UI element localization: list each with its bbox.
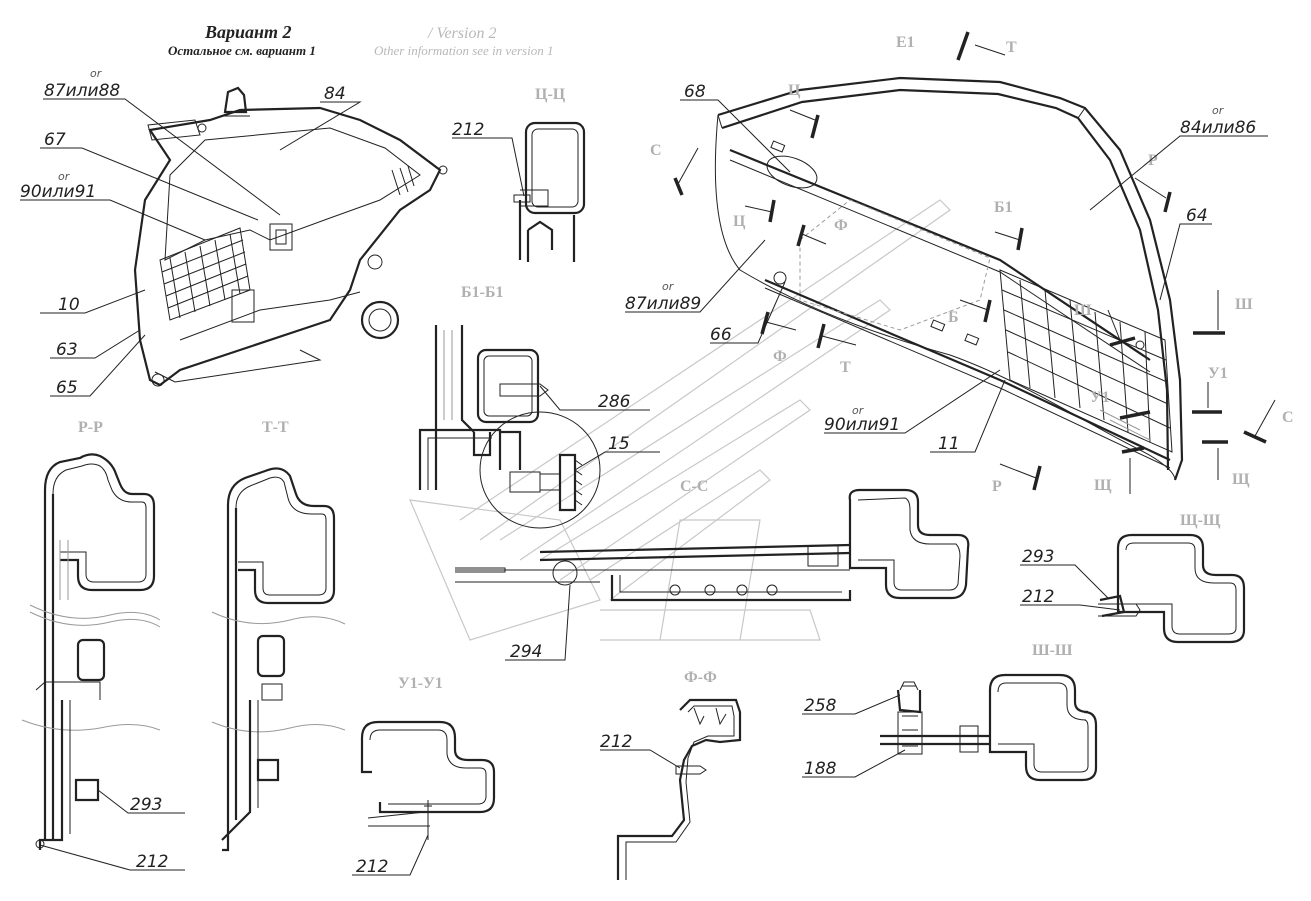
section-u1-u1 [360,720,496,840]
subtitle-en: Other information see in version 1 [374,43,553,58]
subtitle-ru: Остальное см. вариант 1 [168,43,316,58]
section-ts-ts [513,121,586,262]
section-shch-shch [1098,533,1246,644]
cut-label-ts-mid: Ц [733,213,746,230]
cut-label-t-bot: Т [840,359,851,376]
section-title-r-r: Р-Р [78,419,103,436]
cut-label-b1: Б1 [994,199,1013,216]
title-ru: Вариант 2 [204,22,292,42]
cut-label-b: Б [948,309,959,326]
or-label-87-88: or [90,67,103,80]
door-right-view [714,76,1184,481]
callout-87-89: 87или89 [625,294,701,314]
cut-label-shch-b: Щ [1094,477,1112,494]
leaders-left [20,98,362,397]
cut-label-f-bot: Ф [773,348,787,365]
callout-68: 68 [684,82,706,102]
title-en: / Version 2 [427,25,496,42]
callout-258: 258 [804,696,837,716]
callout-212-ts: 212 [452,120,484,140]
cut-label-sh-a: Ш [1074,302,1092,319]
callout-212-f: 212 [600,732,632,752]
callout-188: 188 [804,759,837,779]
section-f-f [616,698,742,880]
callout-84: 84 [324,84,346,104]
cut-label-e1: Е1 [896,34,915,51]
section-cut-markers [673,31,1276,494]
callout-63: 63 [56,340,78,360]
callout-293-rr: 293 [130,795,162,815]
section-title-shch-shch: Щ-Щ [1180,512,1221,529]
cut-label-r-bot: Р [992,478,1002,495]
cut-label-s-left: С [650,142,662,159]
callout-84-86: 84или86 [1180,118,1256,138]
section-title-f-f: Ф-Ф [684,669,717,686]
cut-label-u1-b: У1 [1090,389,1110,406]
callout-294: 294 [510,642,542,662]
section-sh-sh [880,673,1098,782]
section-s-s [455,488,970,602]
callout-90-91-left: 90или91 [20,182,96,202]
callout-212-rr: 212 [136,852,168,872]
or-label-87-89: or [662,280,675,293]
callout-10: 10 [58,295,80,315]
section-t-t [211,467,346,852]
callout-11: 11 [938,434,960,454]
cut-label-shch-a: Щ [1232,471,1250,488]
callout-65: 65 [56,378,78,398]
leaders-right [625,99,1268,453]
callout-286: 286 [598,392,631,412]
section-title-sh-sh: Ш-Ш [1032,642,1073,659]
cut-label-sh-b: Ш [1235,296,1253,313]
section-b1-b1 [418,325,601,529]
cut-label-u1-a: У1 [1208,365,1228,382]
callout-212-shch: 212 [1022,587,1054,607]
cut-label-f-top: Ф [834,217,848,234]
callout-67: 67 [44,130,66,150]
callout-64: 64 [1186,206,1208,226]
callout-87-88: 87или88 [44,81,120,101]
grille [159,227,251,321]
door-grille [999,269,1173,453]
or-label-90-91-right: or [852,404,865,417]
callout-15: 15 [608,434,630,454]
section-title-s-s: С-С [680,478,708,495]
section-title-u1-u1: У1-У1 [398,675,443,692]
callout-212-u: 212 [356,857,388,877]
watermark [409,199,951,641]
or-label-90-91-left: or [58,170,71,183]
or-label-84-86: or [1212,104,1225,117]
cut-label-r-top: Р [1148,152,1158,169]
cab-isometric-view [133,86,448,387]
cut-label-ts-top: Ц [788,82,801,99]
cut-label-t-top: Т [1006,39,1017,56]
cut-label-s-right: С [1282,409,1294,426]
callout-293-shch: 293 [1022,547,1054,567]
section-title-t-t: Т-Т [262,419,289,436]
section-title-ts-ts: Ц-Ц [535,86,566,103]
section-title-b1-b1: Б1-Б1 [461,284,503,301]
section-r-r [21,453,161,850]
callout-90-91-right: 90или91 [824,415,900,435]
callout-66: 66 [710,325,732,345]
